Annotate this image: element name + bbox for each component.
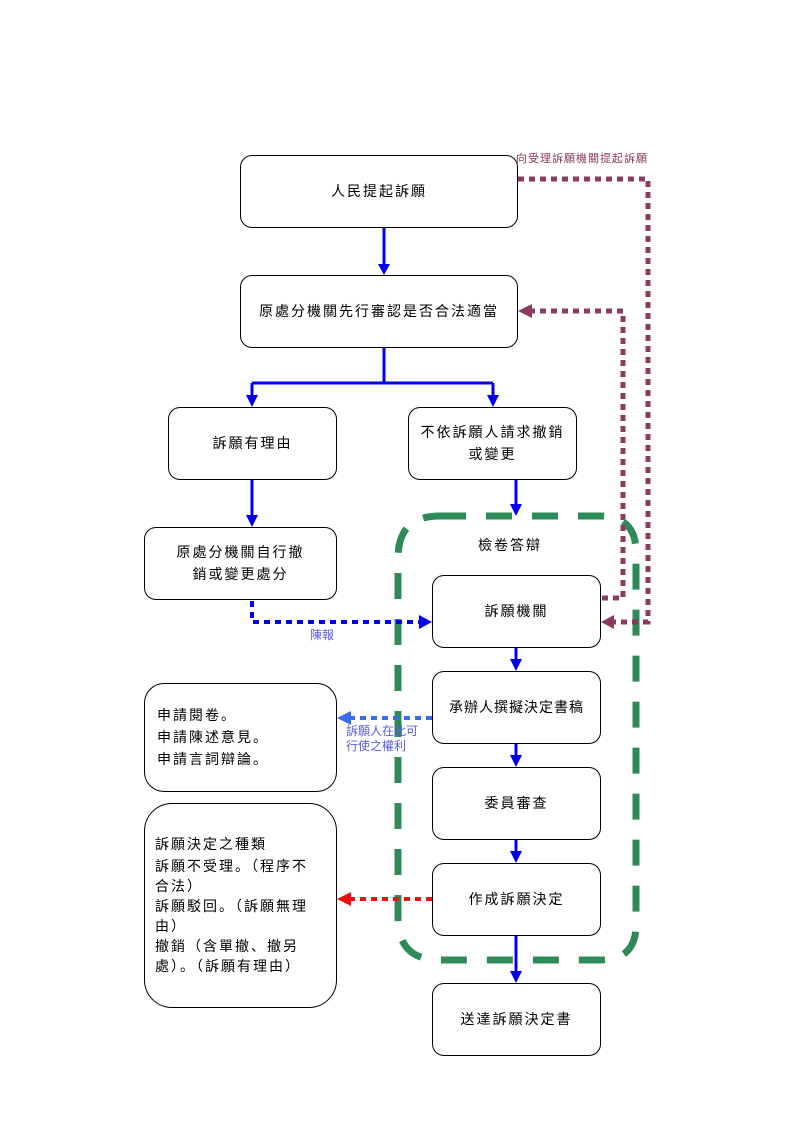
arrowhead [510, 971, 522, 983]
node-label: 人民提起訴願 [331, 183, 427, 200]
node-label-line: 銷或變更處分 [192, 566, 289, 583]
node-deliver-decision: 送達訴願決定書 [432, 983, 601, 1056]
arrowhead [510, 755, 522, 767]
arrowhead-report [419, 615, 432, 629]
node-label-line: 或變更 [468, 446, 517, 463]
arrowhead [510, 851, 522, 863]
decision-type-line: 訴願不受理。（程序不 [155, 858, 308, 875]
arrowhead-decision [337, 892, 351, 906]
rights-note-line: 訴願人在此可 [346, 724, 419, 738]
rights-item: 申請閱卷。 [157, 707, 237, 724]
node-label-line: 不依訴願人請求撤銷 [420, 424, 565, 441]
decision-type-line: 由） [155, 918, 187, 935]
node-label: 送達訴願決定書 [460, 1011, 573, 1028]
node-label-line: 原處分機關自行撤 [176, 544, 305, 561]
node-draft-decision: 承辦人撰擬決定書稿 [432, 671, 601, 744]
decision-types-heading: 訴願決定之種類 [155, 836, 267, 853]
node-label: 訴願機關 [484, 603, 549, 620]
node-file-appeal: 人民提起訴願 [240, 155, 518, 228]
direct-appeal-label: 向受理訴願機關提起訴願 [516, 152, 648, 165]
main-flow-arrows [246, 228, 522, 983]
arrowhead [378, 264, 390, 275]
arrowhead [510, 659, 522, 671]
node-label: 訴願有理由 [212, 435, 293, 452]
node-committee-review: 委員審查 [432, 767, 601, 840]
report-label: 陳報 [310, 628, 335, 642]
node-appeal-justified: 訴願有理由 [168, 407, 337, 480]
node-label: 作成訴願決定 [468, 891, 565, 908]
arrowhead [487, 395, 499, 407]
node-original-agency-review: 原處分機關先行審認是否合法適當 [240, 275, 518, 348]
report-path [250, 601, 420, 624]
rights-box: 申請閱卷。 申請陳述意見。 申請言詞辯論。 [144, 683, 337, 792]
node-label: 承辦人撰擬決定書稿 [449, 699, 584, 716]
node-self-revoke: 原處分機關自行撤 銷或變更處分 [144, 527, 337, 600]
direct-appeal-path [518, 176, 651, 625]
decision-type-line: 撤銷（含單撤、撤另 [155, 938, 299, 955]
arrowhead [246, 515, 258, 527]
rights-note-label: 訴願人在此可 行使之權利 [346, 724, 418, 754]
review-region-title: 檢卷答辯 [478, 538, 542, 554]
decision-types-box: 訴願決定之種類 訴願不受理。（程序不 合法） 訴願駁回。（訴願無理 由） 撤銷（… [144, 803, 337, 1008]
node-label: 委員審查 [484, 795, 549, 812]
arrowhead-direct-appeal [601, 615, 614, 629]
review-region-border [394, 512, 640, 964]
rights-note-line: 行使之權利 [346, 739, 407, 753]
node-appeal-agency: 訴願機關 [432, 575, 601, 648]
return-to-original-path [532, 308, 626, 601]
node-label: 原處分機關先行審認是否合法適當 [259, 303, 499, 320]
arrowhead-rights [337, 711, 351, 725]
arrowhead [246, 395, 258, 407]
rights-item: 申請陳述意見。 [157, 729, 269, 746]
arrowhead [510, 504, 522, 516]
decision-type-line: 訴願駁回。（訴願無理 [155, 898, 308, 915]
rights-item: 申請言詞辯論。 [157, 751, 269, 768]
decision-type-line: 處）。（訴願有理由） [155, 958, 301, 975]
arrowhead-return [518, 304, 532, 318]
node-make-decision: 作成訴願決定 [432, 863, 601, 936]
node-not-revoke: 不依訴願人請求撤銷 或變更 [408, 407, 577, 480]
decision-type-line: 合法） [155, 878, 203, 895]
